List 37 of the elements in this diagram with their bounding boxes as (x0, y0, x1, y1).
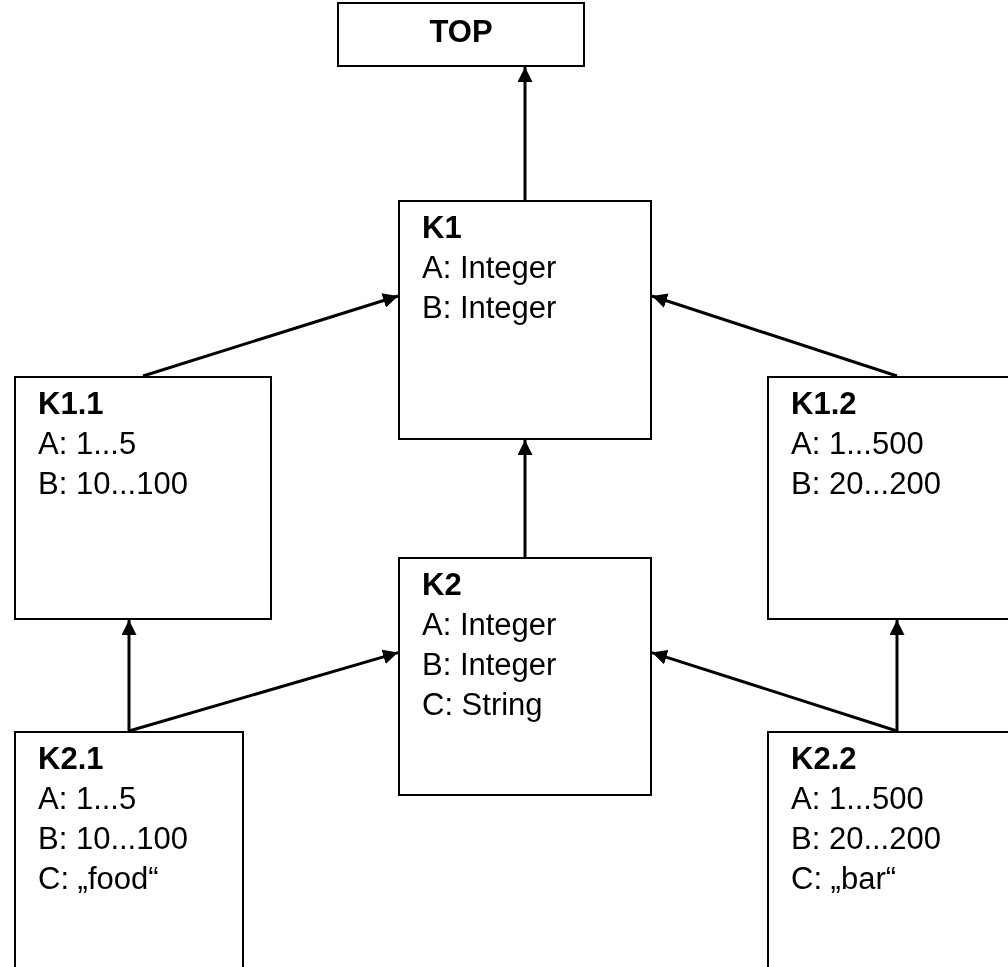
attribute-text: B: 10...100 (38, 465, 189, 503)
attribute-text: A: 1...500 (791, 780, 925, 818)
attribute-text: B: 10...100 (38, 820, 189, 858)
class-box (767, 731, 1008, 967)
class-name: K1.2 (791, 385, 858, 423)
arrow (889, 620, 905, 731)
class-box (398, 200, 652, 440)
attribute-text: B: 20...200 (791, 465, 942, 503)
class-name: K1 (422, 209, 463, 247)
class-name: K2.2 (791, 740, 858, 778)
attribute-text: B: Integer (422, 646, 558, 684)
arrow (651, 650, 898, 733)
class-box (767, 376, 1008, 620)
class-name: K1.1 (38, 385, 105, 423)
attribute-text: B: Integer (422, 289, 558, 327)
arrow (517, 67, 533, 200)
arrow (517, 440, 533, 557)
attribute-text: A: Integer (422, 606, 558, 644)
class-box (398, 557, 652, 796)
attribute-text: A: Integer (422, 249, 558, 287)
arrow (128, 649, 399, 733)
class-box (14, 376, 272, 620)
class-box (14, 731, 244, 967)
arrow (142, 293, 399, 378)
attribute-text: C: „food“ (38, 860, 160, 898)
arrow (651, 293, 898, 378)
class-name: TOP (428, 13, 494, 51)
attribute-text: A: 1...5 (38, 425, 138, 463)
attribute-text: A: 1...500 (791, 425, 925, 463)
class-name: K2.1 (38, 740, 105, 778)
attribute-text: B: 20...200 (791, 820, 942, 858)
attribute-text: A: 1...5 (38, 780, 138, 818)
class-box (337, 2, 585, 67)
class-name: K2 (422, 566, 463, 604)
attribute-text: C: „bar“ (791, 860, 898, 898)
attribute-text: C: String (422, 686, 544, 724)
arrow (121, 620, 137, 731)
